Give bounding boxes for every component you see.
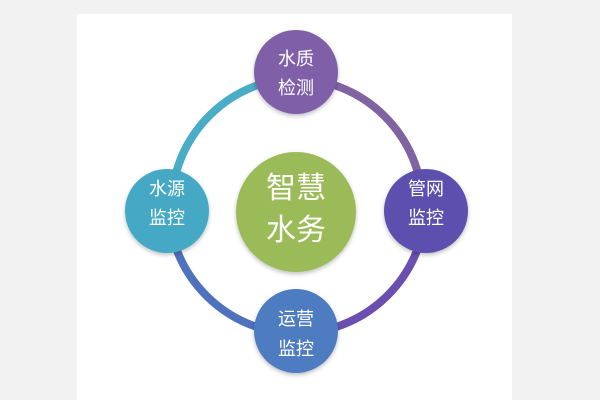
node-pipe-network: 管网 监控 — [384, 169, 468, 253]
node-circle-top — [254, 30, 338, 114]
node-bottom-line2: 监控 — [278, 339, 314, 360]
node-circle-left — [125, 169, 209, 253]
center-node: 智慧 水务 — [236, 152, 356, 272]
center-label-line2: 水务 — [266, 213, 326, 248]
center-circle — [236, 152, 356, 272]
node-bottom-line1: 运营 — [278, 309, 314, 330]
node-top-line1: 水质 — [278, 49, 314, 70]
node-left-line2: 监控 — [149, 208, 185, 229]
node-operations: 运营 监控 — [254, 289, 338, 373]
ring-arc-top-left — [171, 81, 260, 178]
node-left-line1: 水源 — [149, 179, 185, 200]
node-water-quality: 水质 检测 — [254, 30, 338, 114]
node-water-source: 水源 监控 — [125, 169, 209, 253]
node-right-line2: 监控 — [408, 208, 444, 229]
node-right-line1: 管网 — [408, 179, 444, 200]
ring-arc-bottom-right — [334, 243, 423, 331]
ring-arc-top-right — [332, 81, 423, 178]
ring-arc-bottom-left — [171, 243, 259, 331]
center-label-line1: 智慧 — [266, 171, 326, 206]
node-circle-bottom — [254, 289, 338, 373]
node-circle-right — [384, 169, 468, 253]
node-top-line2: 检测 — [278, 78, 314, 99]
